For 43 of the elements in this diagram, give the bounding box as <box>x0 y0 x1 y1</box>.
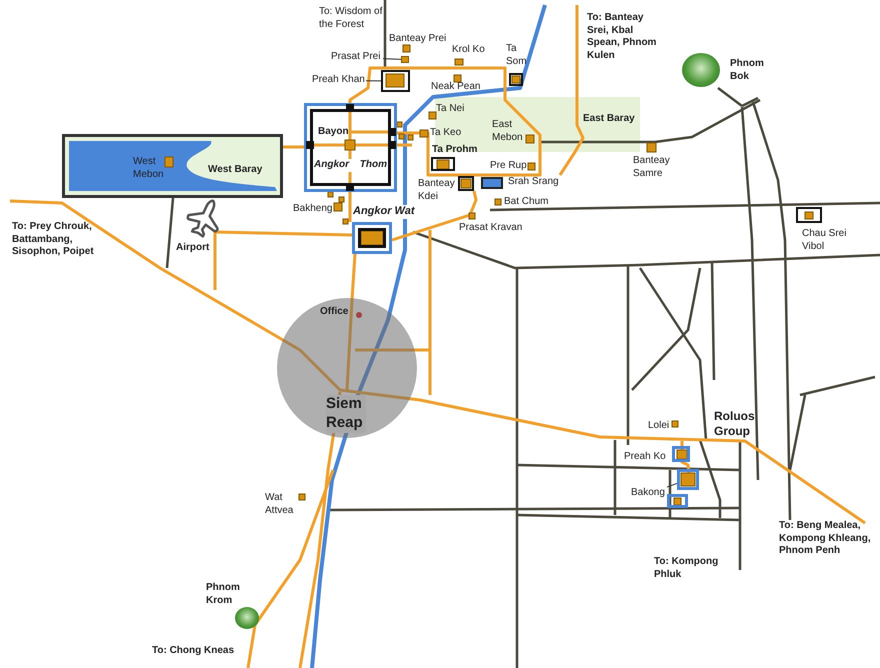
leader-line <box>366 80 382 82</box>
place-label: To: Kompong Phluk <box>654 556 720 581</box>
place-label: Bat Chum <box>504 196 550 208</box>
place-label: West Baray <box>208 164 264 176</box>
place-label: Banteay Kdei <box>418 178 456 203</box>
place-label: To: Banteay Srei, Kbal Spean, Phnom Kulen <box>587 12 658 62</box>
place-label: Prasat Prei <box>331 51 382 64</box>
place-label: Angkor Wat <box>353 205 417 219</box>
place-label: Ta Keo <box>430 127 462 140</box>
place-label: Bayon <box>318 126 350 138</box>
place-label: Office <box>320 306 350 318</box>
place-label: Bakheng <box>293 203 333 216</box>
place-label: Phnom Bok <box>730 58 765 83</box>
place-label: West Mebon <box>133 156 165 181</box>
place-label: Pre Rup <box>490 160 528 172</box>
place-label: East Baray <box>583 113 636 126</box>
place-label: To: Wisdom of the Forest <box>319 6 384 31</box>
place-label: Ta Nei <box>436 103 466 116</box>
place-label: Angkor Thom <box>314 159 388 172</box>
place-label: Ta Prohm <box>432 144 478 156</box>
place-label: Lolei <box>648 420 670 432</box>
place-label: Wat Attvea <box>265 492 294 517</box>
place-label: Airport <box>176 242 210 254</box>
place-label: To: Chong Kneas <box>152 645 236 658</box>
place-label: Prasat Kravan <box>459 222 524 234</box>
place-label: Neak Pean <box>431 81 482 94</box>
place-label: Phnom Krom <box>206 582 241 607</box>
place-label: To: Prey Chrouk, Battambang, Sisophon, Poipet <box>12 221 95 258</box>
place-label: Bakong <box>631 487 666 500</box>
place-label: Siem Reap <box>326 395 366 432</box>
leader-line <box>382 58 402 60</box>
place-label: To: Beng Mealea, Kompong Khleang, Phnom Penh <box>779 520 872 558</box>
place-label: Banteay Samre <box>633 155 671 180</box>
leader-line <box>666 482 678 488</box>
place-label: Banteay Prei <box>389 33 448 46</box>
place-label: East Mebon <box>492 119 524 144</box>
place-label: Ta Som <box>506 43 528 68</box>
place-label: Chau Srei Vibol <box>802 228 848 253</box>
place-label: Preah Khan <box>312 74 366 86</box>
place-label: Krol Ko <box>452 44 486 56</box>
place-label: Preah Ko <box>624 451 667 464</box>
place-label: Srah Srang <box>508 176 560 188</box>
place-label: Roluos Group <box>714 409 756 439</box>
